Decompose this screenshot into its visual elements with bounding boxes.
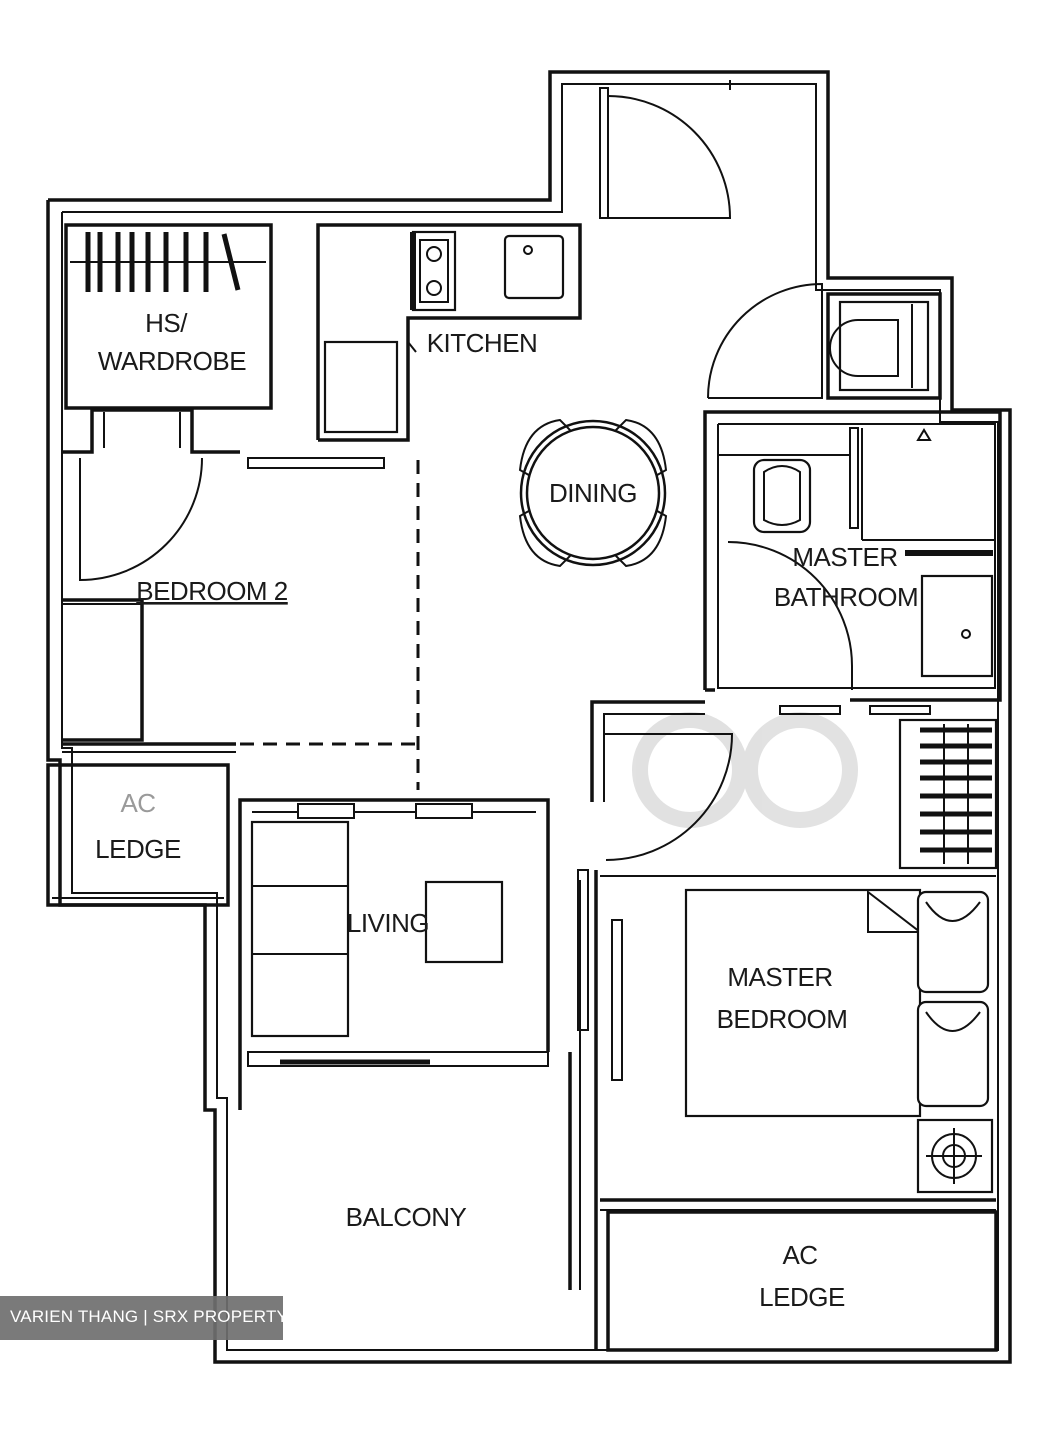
- entrance-door: [599, 80, 732, 219]
- kitchen: KITCHEN: [316, 223, 582, 442]
- hs-wardrobe: HS/ WARDROBE: [64, 223, 273, 410]
- dining-label: DINING: [549, 478, 637, 508]
- background-watermark-logo: [632, 712, 858, 828]
- hs-wardrobe-label-line2: WARDROBE: [98, 346, 246, 376]
- ac-ledge-left: AC LEDGE: [46, 763, 230, 907]
- washer-nook: [707, 282, 942, 400]
- hs-wardrobe-label-line1: HS/: [145, 308, 188, 338]
- bedroom-2-label: BEDROOM 2: [136, 576, 288, 606]
- master-bedroom-label-line1: MASTER: [727, 962, 832, 992]
- master-bathroom: MASTER BATHROOM: [703, 410, 1002, 702]
- balcony-label: BALCONY: [346, 1202, 467, 1232]
- kitchen-label: KITCHEN: [427, 328, 538, 358]
- ac-ledge-right: AC LEDGE: [606, 1210, 998, 1352]
- living-label: LIVING: [347, 908, 429, 938]
- master-bedroom-label-line2: BEDROOM: [717, 1004, 848, 1034]
- ac-ledge-left-label-line1: AC: [120, 788, 155, 818]
- living: LIVING: [238, 798, 550, 1110]
- ac-ledge-left-label-line2: LEDGE: [95, 834, 181, 864]
- bedroom-2: BEDROOM 2: [62, 408, 420, 790]
- master-bedroom: MASTER BEDROOM: [577, 700, 998, 1350]
- dining-set: DINING: [518, 418, 668, 568]
- master-bathroom-label-line1: MASTER: [792, 542, 897, 572]
- master-bathroom-label-line2: BATHROOM: [774, 582, 918, 612]
- ac-ledge-right-label-line2: LEDGE: [759, 1282, 845, 1312]
- ac-ledge-right-label-line1: AC: [782, 1240, 817, 1270]
- watermark-banner: [0, 1296, 283, 1340]
- watermark-text: VARIEN THANG | SRX PROPERTY: [10, 1307, 289, 1326]
- exterior-walls: [46, 70, 1012, 1364]
- balcony: BALCONY: [346, 880, 581, 1290]
